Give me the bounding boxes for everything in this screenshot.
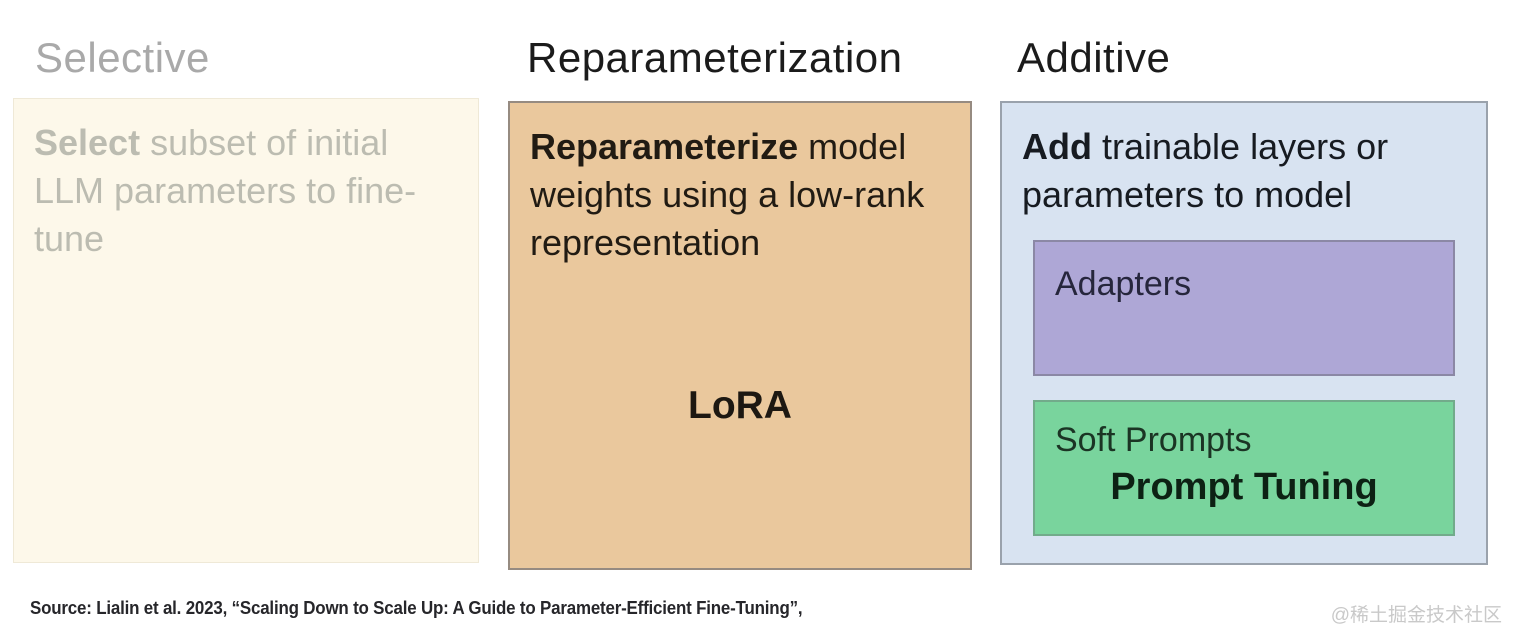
selective-description-lead: Select [34, 122, 141, 163]
additive-description: Add trainable layers or parameters to mo… [1002, 103, 1447, 219]
reparameterization-heading: Reparameterization [527, 34, 903, 81]
reparameterization-panel: Reparameterize model weights using a low… [508, 101, 972, 570]
watermark: @稀土掘金技术社区 [1330, 605, 1502, 626]
selective-description-rest: subset of initial LLM parameters to fine… [34, 122, 417, 259]
reparameterization-description: Reparameterize model weights using a low… [510, 103, 955, 267]
reparameterization-description-lead: Reparameterize [530, 126, 799, 167]
adapters-box: Adapters [1033, 240, 1455, 376]
additive-description-lead: Add [1022, 126, 1092, 167]
additive-description-rest: trainable layers or parameters to model [1022, 126, 1389, 215]
source-citation: Source: Lialin et al. 2023, “Scaling Dow… [30, 598, 803, 618]
lora-method-label: LoRA [688, 384, 792, 427]
additive-panel: Add trainable layers or parameters to mo… [1000, 101, 1488, 565]
selective-panel: Select subset of initial LLM parameters … [13, 98, 479, 563]
selective-heading: Selective [35, 34, 210, 81]
selective-description: Select subset of initial LLM parameters … [14, 99, 434, 263]
prompt-tuning-label: Prompt Tuning [1110, 466, 1378, 508]
soft-prompts-label: Soft Prompts [1055, 421, 1252, 459]
additive-heading: Additive [1017, 34, 1171, 81]
adapters-label: Adapters [1055, 265, 1192, 303]
reparameterization-description-rest: model weights using a low-rank represent… [530, 126, 925, 263]
soft-prompts-box: Soft Prompts Prompt Tuning [1033, 400, 1455, 536]
